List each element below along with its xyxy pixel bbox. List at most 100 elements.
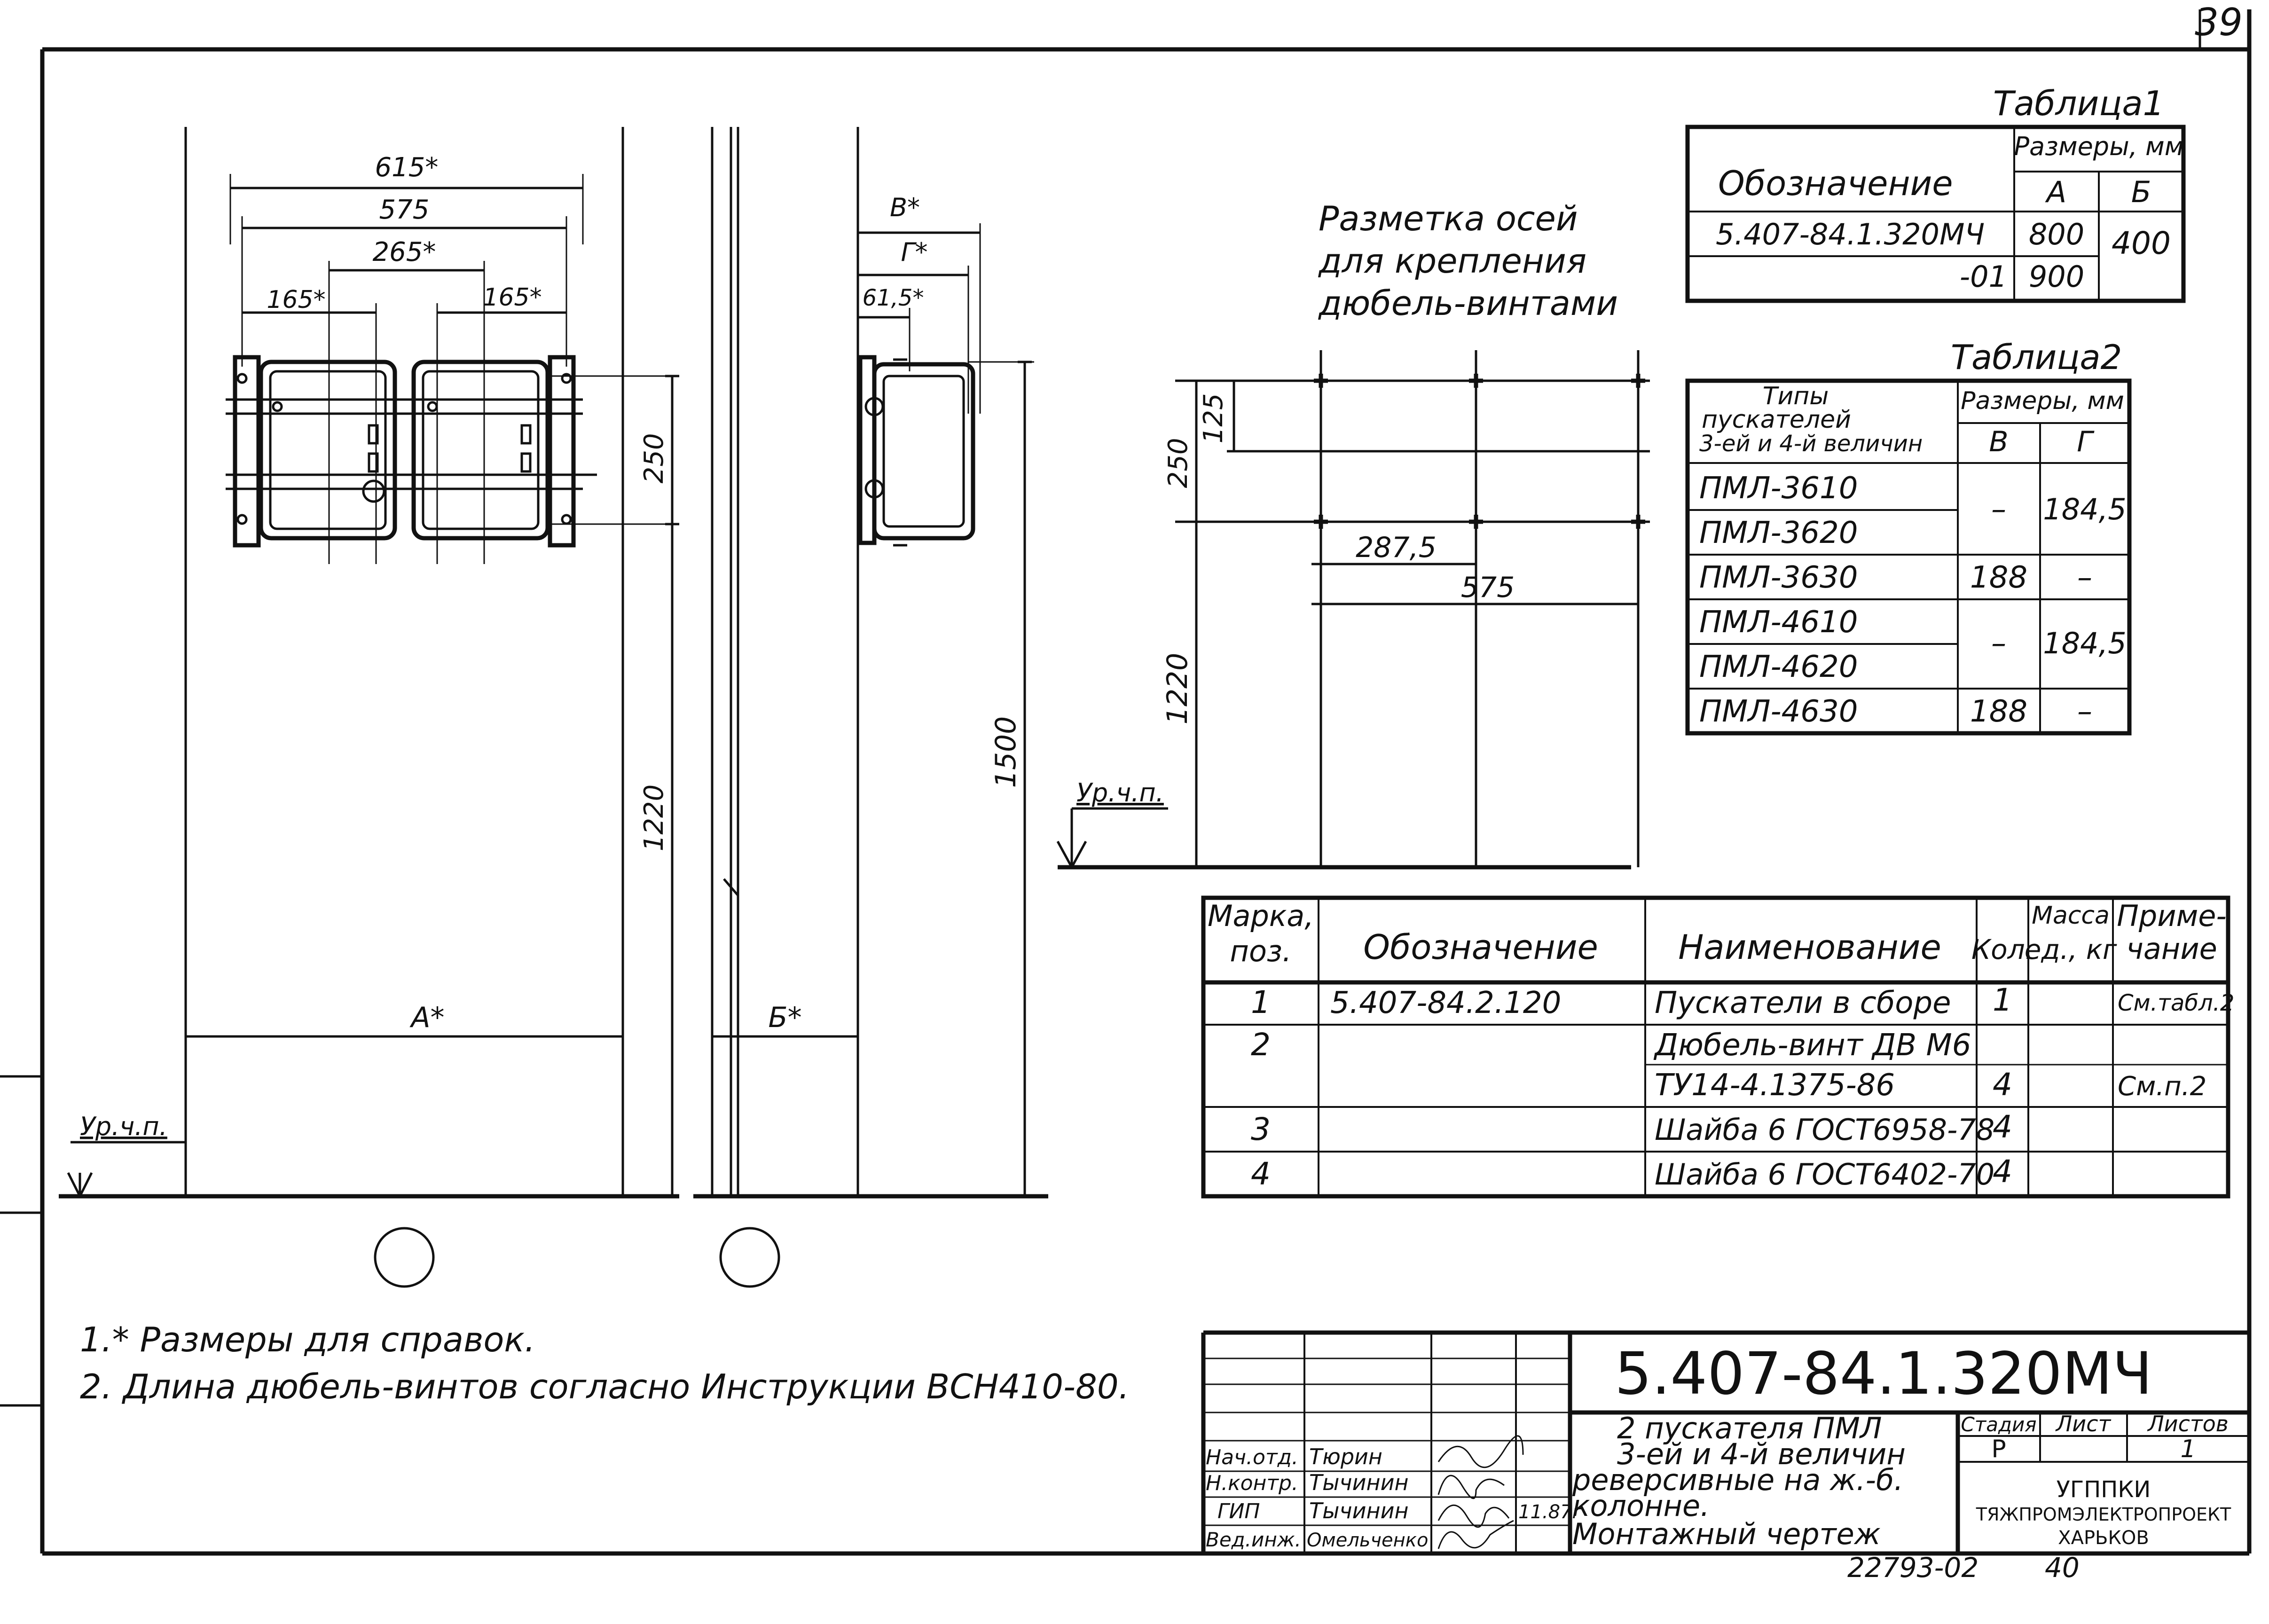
spec-row4-pos: 3 xyxy=(1251,1111,1271,1147)
title-line-4: колонне. xyxy=(1572,1489,1710,1523)
sheets-label: Листов xyxy=(2147,1411,2229,1436)
spec-row1-name: Пускатели в сборе xyxy=(1655,986,1951,1020)
spec-col-mass-l2: ед., кг xyxy=(2025,934,2117,965)
table2-col-types-l3: 3-ей и 4-й величин xyxy=(1699,431,1923,457)
spec-col-note-l2: чание xyxy=(2126,932,2217,966)
name-2: Тычинин xyxy=(1309,1470,1409,1495)
table2-row-4: ПМЛ-4610 xyxy=(1699,605,1858,640)
table2-caption: Таблица2 xyxy=(1951,337,2122,377)
title-block: Нач.отд. Н.контр. ГИП Вед.инж. Тюрин Тыч… xyxy=(1201,1330,2249,1553)
front-view-labels: 615* 575 265* 165* 165* 250 1220 А* Ур.ч… xyxy=(80,152,669,1141)
org-line-1: УГППКИ xyxy=(2057,1476,2151,1503)
signing-date: 11.87г xyxy=(1518,1501,1583,1523)
side-view-labels: В* Г* 61,5* 1500 Б* xyxy=(768,193,1022,1034)
front-view xyxy=(59,127,679,1288)
table2-v-dash-2: – xyxy=(1991,626,2006,661)
axis-title-line2: для крепления xyxy=(1318,241,1586,281)
spec-row1-designation: 5.407-84.2.120 xyxy=(1330,986,1561,1020)
note-2: 2. Длина дюбель-винтов согласно Инструкц… xyxy=(80,1367,1130,1406)
spec-row5-qty: 4 xyxy=(1993,1153,2012,1190)
dim-1220: 1220 xyxy=(639,785,669,852)
table1-row2-designation: -01 xyxy=(1960,259,2007,294)
table2-row-6: ПМЛ-4630 xyxy=(1699,694,1858,729)
table1-row1-designation: 5.407-84.1.320МЧ xyxy=(1716,217,1985,251)
table1-col-designation: Обозначение xyxy=(1718,164,1953,203)
dim-575: 575 xyxy=(379,195,430,225)
title-line-1: 2 пускателя ПМЛ xyxy=(1617,1411,1882,1445)
dim-250: 250 xyxy=(639,433,669,484)
page-number: 39 xyxy=(2195,0,2243,44)
dim-b: Б* xyxy=(768,1001,801,1034)
table1-row2-a: 900 xyxy=(2029,259,2084,294)
dim-165-left: 165* xyxy=(267,286,325,314)
axis-dim-1220: 1220 xyxy=(1161,653,1194,725)
table1: Таблица1 Обозначение Размеры, мм А Б 5.4… xyxy=(1685,84,2186,303)
spec-row3-name: ТУ14-4.1375-86 xyxy=(1655,1068,1895,1103)
sheet-frame xyxy=(0,9,2252,1556)
spec-row1-qty: 1 xyxy=(1993,982,2012,1018)
table2-v-dash-1: – xyxy=(1991,492,2006,527)
table2-v-188-1: 188 xyxy=(1970,560,2027,595)
axis-dim-287-5: 287,5 xyxy=(1356,531,1437,564)
axis-dim-125: 125 xyxy=(1198,393,1229,444)
spec-col-qty: Кол. xyxy=(1971,934,2033,965)
org-line-2: ТЯЖПРОМЭЛЕКТРОПРОЕКТ xyxy=(1976,1504,2231,1525)
table2-g-dash-2: – xyxy=(2077,694,2092,729)
spec-table: Марка, поз. Обозначение Наименование Кол… xyxy=(1201,895,2234,1199)
table2-g-184-2: 184,5 xyxy=(2043,626,2127,660)
axis-dim-575: 575 xyxy=(1461,571,1515,604)
table2-row-1: ПМЛ-3610 xyxy=(1699,471,1858,506)
signature-3 xyxy=(1437,1504,1510,1528)
floor-level-front: Ур.ч.п. xyxy=(80,1112,167,1141)
dim-265: 265* xyxy=(373,237,436,267)
role-2: Н.контр. xyxy=(1206,1471,1298,1495)
table2-col-types-l1: Типы xyxy=(1763,382,1829,410)
signature-2 xyxy=(1437,1475,1505,1499)
table2-row-3: ПМЛ-3630 xyxy=(1699,560,1858,595)
table2-col-g: Г xyxy=(2077,425,2095,458)
stage-label: Стадия xyxy=(1961,1413,2036,1436)
spec-col-name: Наименование xyxy=(1678,927,1941,967)
spec-row2-pos: 2 xyxy=(1251,1027,1271,1063)
spec-row1-pos: 1 xyxy=(1251,984,1271,1020)
axis-title-line3: дюбель-винтами xyxy=(1318,283,1618,323)
spec-col-mark-l2: поз. xyxy=(1230,934,1291,968)
table2-v-188-2: 188 xyxy=(1970,694,2027,729)
floor-level-axis: Ур.ч.п. xyxy=(1076,778,1164,808)
axis-dim-250: 250 xyxy=(1163,438,1193,488)
table2-row-5: ПМЛ-4620 xyxy=(1699,650,1858,684)
sheet-label: Лист xyxy=(2055,1411,2112,1436)
signature-4 xyxy=(1437,1520,1514,1549)
table1-col-sizes: Размеры, мм xyxy=(2014,132,2183,161)
dim-61-5: 61,5* xyxy=(863,285,924,311)
dim-v: В* xyxy=(890,193,920,222)
archive-number: 22793-02 xyxy=(1847,1552,1979,1584)
spec-col-note-l1: Приме- xyxy=(2117,899,2227,933)
spec-row3-qty: 4 xyxy=(1993,1067,2012,1103)
table2-row-2: ПМЛ-3620 xyxy=(1699,516,1858,550)
spec-row3-note: См.п.2 xyxy=(2118,1071,2206,1102)
table1-b-value: 400 xyxy=(2112,225,2171,261)
doc-code: 5.407-84.1.320МЧ xyxy=(1615,1340,2152,1408)
spec-row2-name: Дюбель-винт ДВ М6 xyxy=(1653,1028,1971,1063)
axis-marking xyxy=(1056,350,1650,870)
footer: 22793-02 40 xyxy=(1847,1552,2080,1584)
title-line-2: 3-ей и 4-й величин xyxy=(1617,1437,1906,1471)
title-line-3: реверсивные на ж.-б. xyxy=(1572,1463,1903,1497)
table2-col-sizes: Размеры, мм xyxy=(1961,387,2124,415)
dim-165-right: 165* xyxy=(483,283,542,312)
table1-col-b: Б xyxy=(2131,175,2151,209)
name-1: Тюрин xyxy=(1309,1444,1382,1469)
table1-col-a: А xyxy=(2045,175,2066,209)
footer-page: 40 xyxy=(2045,1552,2080,1584)
spec-col-designation: Обозначение xyxy=(1363,927,1598,967)
dim-1500: 1500 xyxy=(989,716,1022,788)
table1-caption: Таблица1 xyxy=(1993,84,2164,123)
spec-row4-qty: 4 xyxy=(1993,1109,2012,1145)
notes: 1.* Размеры для справок. 2. Длина дюбель… xyxy=(80,1320,1130,1406)
table2-g-dash-1: – xyxy=(2077,560,2092,595)
role-3: ГИП xyxy=(1217,1499,1260,1523)
title-line-5: Монтажный чертеж xyxy=(1572,1517,1881,1551)
axis-title-line1: Разметка осей xyxy=(1319,199,1578,238)
